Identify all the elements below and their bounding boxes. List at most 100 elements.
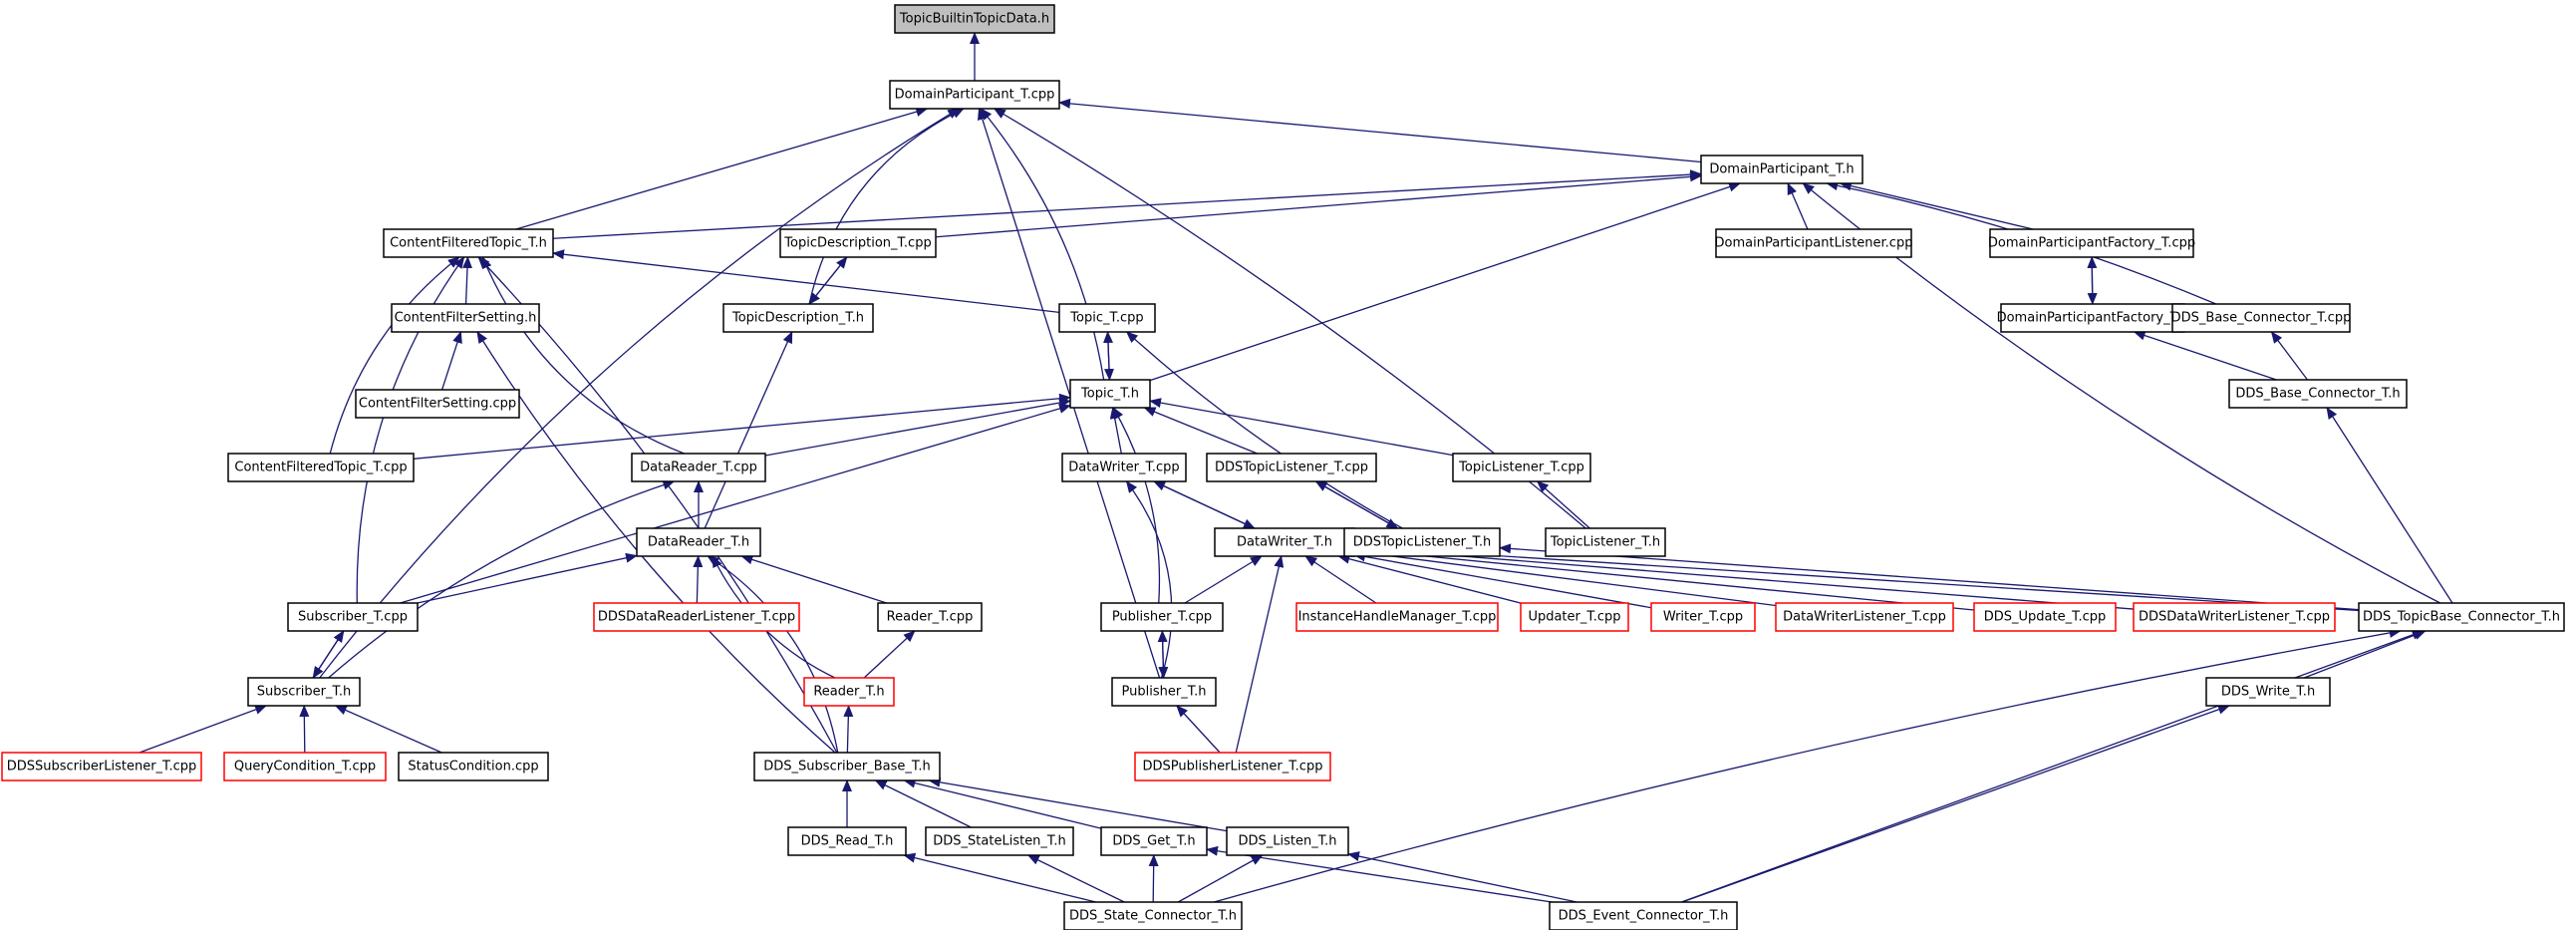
node-td-cpp[interactable]: TopicDescription_T.cpp: [779, 228, 937, 258]
node-reader-h[interactable]: Reader_T.h: [803, 677, 895, 707]
edge-cft_h-to-dp_cpp: [515, 107, 929, 230]
node-qc-cpp[interactable]: QueryCondition_T.cpp: [223, 752, 387, 781]
node-cfs-h[interactable]: ContentFilterSetting.h: [391, 303, 540, 333]
node-dsl-cpp[interactable]: DDSSubscriberListener_T.cpp: [1, 752, 202, 781]
edge-topic_h-to-dp_h: [1149, 181, 1742, 382]
node-label: DataReader_T.h: [648, 535, 749, 550]
node-label: DDS_StateListen_T.h: [933, 834, 1065, 849]
node-ddwl-cpp[interactable]: DDSDataWriterListener_T.cpp: [2133, 602, 2336, 632]
node-dpl-pub-cpp[interactable]: DDSPublisherListener_T.cpp: [1134, 752, 1331, 781]
edge-dw_cpp-to-dw_h: [1153, 480, 1256, 529]
node-box: [2171, 303, 2351, 333]
node-label: Topic_T.h: [1080, 387, 1139, 402]
edge-dds_sl_h-to-dsb_h: [874, 779, 972, 828]
node-label: Publisher_T.cpp: [1112, 610, 1212, 625]
node-dtl-cpp[interactable]: DDSTopicListener_T.cpp: [1206, 453, 1377, 482]
node-tl-cpp[interactable]: TopicListener_T.cpp: [1452, 453, 1591, 482]
node-label: DomainParticipantFactory_T.h: [1997, 311, 2189, 326]
node-cft-cpp[interactable]: ContentFilteredTopic_T.cpp: [227, 453, 415, 482]
edge-td_h-to-dp_cpp: [808, 108, 965, 305]
node-topic-h[interactable]: Topic_T.h: [1069, 379, 1151, 409]
edge-dds_upd_cpp-to-dw_h: [1353, 544, 1975, 611]
node-ihm-cpp[interactable]: InstanceHandleManager_T.cpp: [1295, 602, 1499, 632]
edge-ddrl_cpp-to-dr_h: [693, 555, 704, 604]
node-ddrl-cpp[interactable]: DDSDataReaderListener_T.cpp: [593, 602, 800, 632]
node-dtl-h[interactable]: DDSTopicListener_T.h: [1343, 527, 1501, 557]
node-dp-h[interactable]: DomainParticipant_T.h: [1700, 155, 1863, 184]
node-sub-cpp[interactable]: Subscriber_T.cpp: [287, 602, 419, 632]
node-box: [889, 80, 1060, 110]
node-dbc-cpp[interactable]: DDS_Base_Connector_T.cpp: [2171, 303, 2352, 333]
node-box: [355, 389, 520, 419]
node-root[interactable]: TopicBuiltinTopicData.h: [894, 4, 1055, 34]
node-box: [247, 677, 361, 707]
edge-pub_cpp-to-topic_h: [1112, 407, 1161, 604]
node-upd-cpp[interactable]: Updater_T.cpp: [1520, 602, 1629, 632]
node-label: DDSTopicListener_T.h: [1353, 535, 1492, 550]
node-dr-cpp[interactable]: DataReader_T.cpp: [631, 453, 766, 482]
edge-dec_h-to-dds_listen_h: [1347, 851, 1577, 903]
edge-sub_cpp-to-dr_h: [417, 552, 638, 604]
node-box: [1343, 527, 1501, 557]
node-label: ContentFilteredTopic_T.cpp: [234, 461, 407, 475]
node-dds-read-h[interactable]: DDS_Read_T.h: [787, 826, 907, 856]
edge-dbc_h-to-dbc_cpp: [2270, 331, 2309, 381]
node-dds-write-h[interactable]: DDS_Write_T.h: [2205, 677, 2331, 707]
node-dsc-h[interactable]: DDS_State_Connector_T.h: [1063, 901, 1243, 930]
node-cfs-cpp[interactable]: ContentFilterSetting.cpp: [355, 389, 520, 419]
node-dpl-cpp[interactable]: DomainParticipantListener.cpp: [1715, 228, 1913, 258]
node-dpf-cpp[interactable]: DomainParticipantFactory_T.cpp: [1988, 228, 2195, 258]
node-label: DDSTopicListener_T.cpp: [1215, 461, 1368, 475]
edge-topic_cpp-to-cft_h: [552, 249, 1060, 314]
node-box: [1549, 901, 1738, 930]
node-label: DDS_Get_T.h: [1112, 834, 1195, 849]
node-label: DDS_Base_Connector_T.h: [2235, 387, 2400, 402]
node-sc-cpp[interactable]: StatusCondition.cpp: [398, 752, 549, 781]
node-dec-h[interactable]: DDS_Event_Connector_T.h: [1549, 901, 1738, 930]
node-reader-cpp[interactable]: Reader_T.cpp: [877, 602, 983, 632]
edge-pub_h-to-dw_cpp: [1125, 480, 1173, 679]
node-dw-h[interactable]: DataWriter_T.h: [1214, 527, 1355, 557]
node-label: DDS_TopicBase_Connector_T.h: [2363, 610, 2560, 625]
node-dds-upd-cpp[interactable]: DDS_Update_T.cpp: [1973, 602, 2117, 632]
node-writer-cpp[interactable]: Writer_T.cpp: [1650, 602, 1756, 632]
node-box: [803, 677, 895, 707]
node-dp-cpp[interactable]: DomainParticipant_T.cpp: [889, 80, 1060, 110]
edge-dsc_h-to-dds_read_h: [903, 852, 1096, 903]
node-td-h[interactable]: TopicDescription_T.h: [722, 303, 874, 333]
node-cft-h[interactable]: ContentFilteredTopic_T.h: [383, 228, 554, 258]
node-dtbc-h[interactable]: DDS_TopicBase_Connector_T.h: [2358, 602, 2565, 632]
node-label: Writer_T.cpp: [1663, 610, 1743, 625]
node-label: ContentFilteredTopic_T.h: [390, 236, 547, 251]
node-topic-cpp[interactable]: Topic_T.cpp: [1058, 303, 1156, 333]
edge-tl_cpp-to-topic_h: [1149, 398, 1454, 457]
edge-tl_h-to-tl_cpp: [1536, 480, 1590, 529]
edge-qc_cpp-to-sub_h: [299, 705, 310, 754]
node-dds-listen-h[interactable]: DDS_Listen_T.h: [1226, 826, 1349, 856]
edge-dsl_cpp-to-sub_h: [139, 705, 268, 754]
node-label: DDS_Write_T.h: [2221, 685, 2315, 700]
node-box: [383, 228, 554, 258]
node-dds-sl-h[interactable]: DDS_StateListen_T.h: [925, 826, 1074, 856]
node-dsb-h[interactable]: DDS_Subscriber_Base_T.h: [753, 752, 941, 781]
edge-dr_h-to-td_h: [704, 331, 793, 529]
node-dr-h[interactable]: DataReader_T.h: [636, 527, 761, 557]
node-dwl-cpp[interactable]: DataWriterListener_T.cpp: [1775, 602, 1954, 632]
edge-td_cpp-to-dp_h: [935, 171, 1702, 238]
node-box: [1100, 602, 1224, 632]
node-dpf-h[interactable]: DomainParticipantFactory_T.h: [1997, 303, 2189, 333]
node-pub-cpp[interactable]: Publisher_T.cpp: [1100, 602, 1224, 632]
node-box: [1214, 527, 1355, 557]
node-label: QueryCondition_T.cpp: [234, 760, 376, 775]
node-pub-h[interactable]: Publisher_T.h: [1111, 677, 1217, 707]
node-box: [1, 752, 202, 781]
node-tl-h[interactable]: TopicListener_T.h: [1545, 527, 1666, 557]
edge-cfs_cpp-to-cfs_h: [440, 331, 462, 391]
node-dds-get-h[interactable]: DDS_Get_T.h: [1100, 826, 1208, 856]
node-sub-h[interactable]: Subscriber_T.h: [247, 677, 361, 707]
node-dbc-h[interactable]: DDS_Base_Connector_T.h: [2228, 379, 2408, 409]
edge-td_cpp-to-td_h: [808, 256, 848, 305]
file-nodes: TopicBuiltinTopicData.hDomainParticipant…: [1, 4, 2565, 930]
node-dw-cpp[interactable]: DataWriter_T.cpp: [1061, 453, 1187, 482]
node-box: [1206, 453, 1377, 482]
